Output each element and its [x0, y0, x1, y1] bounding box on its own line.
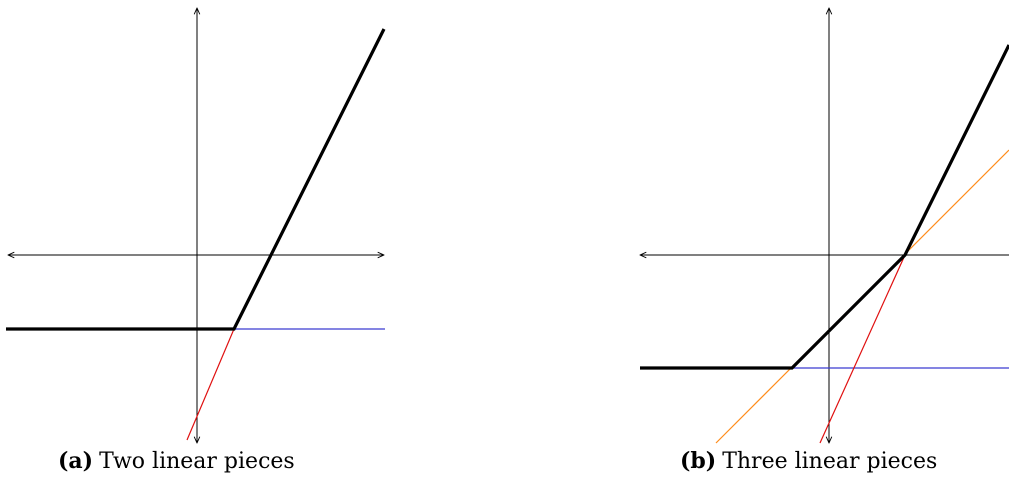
- panel-a-diagram: [6, 8, 386, 443]
- panel-b-max-function-line: [640, 44, 1009, 370]
- panel-a-caption-label: (a): [58, 448, 94, 474]
- panel-a-steep-piece-line: [186, 328, 235, 441]
- panel-b-caption-text: Three linear pieces: [722, 449, 938, 474]
- panel-b-caption-label: (b): [680, 448, 717, 474]
- panel-a-caption-text: Two linear pieces: [99, 449, 295, 474]
- panel-b-caption: (b)Three linear pieces: [680, 448, 937, 474]
- panel-b-steep-piece-line: [819, 254, 906, 444]
- panel-b-diagram: [640, 8, 1009, 443]
- panel-a-max-function-line: [6, 28, 386, 331]
- panel-a-caption: (a)Two linear pieces: [58, 448, 295, 474]
